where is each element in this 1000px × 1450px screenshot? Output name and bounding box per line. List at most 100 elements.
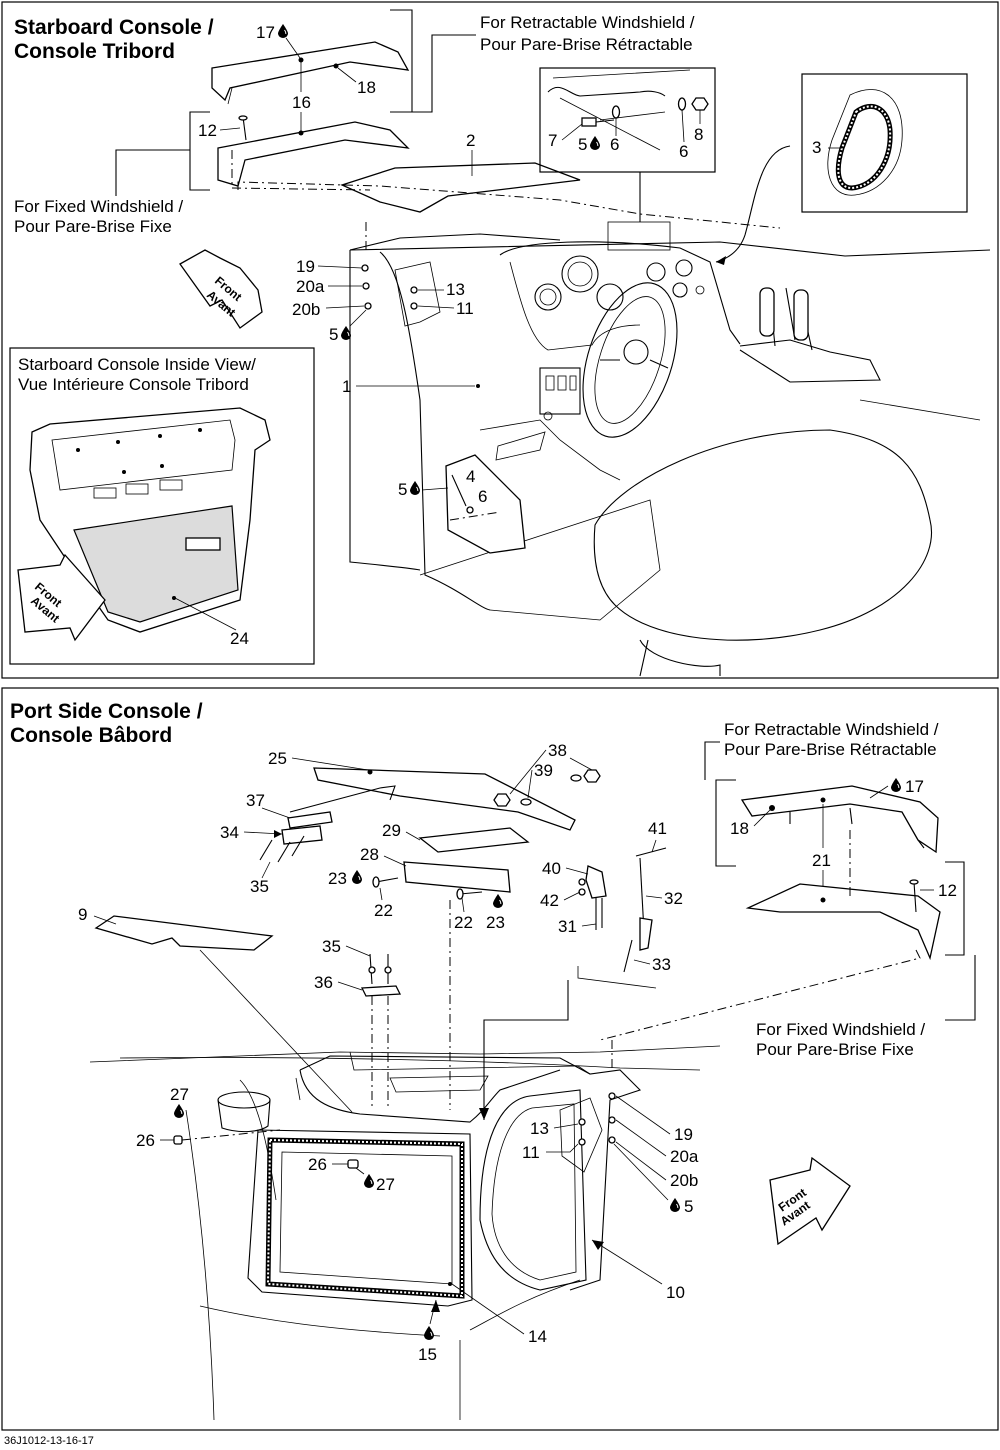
front-arrow-starboard: Front Avant: [179, 249, 263, 329]
bolt-7: [581, 117, 597, 127]
grease-drop-icon: [493, 894, 503, 908]
label-14: 14: [528, 1327, 547, 1346]
grease-drop-icon: [424, 1326, 434, 1340]
bracket-40: [585, 865, 607, 899]
label-15: 15: [418, 1345, 437, 1364]
label-41: 41: [648, 819, 667, 838]
front-arrow-inside-view: Front Avant: [17, 553, 106, 642]
label-1: 1: [342, 377, 351, 396]
grease-drop-icon: [590, 136, 600, 150]
label-4: 4: [466, 467, 475, 486]
label-23a: 23: [328, 869, 347, 888]
label-9: 9: [78, 905, 87, 924]
label-17-port: 17: [905, 777, 924, 796]
port-title-line2: Console Bâbord: [10, 724, 172, 747]
label-11: 11: [456, 299, 474, 318]
label-42: 42: [540, 891, 559, 910]
bracket-34: [281, 825, 323, 845]
label-18: 18: [357, 78, 376, 97]
bracket-37: [287, 811, 333, 829]
drawing-code: 36J1012-13-16-17: [4, 1435, 94, 1447]
label-28: 28: [360, 845, 379, 864]
cup-holder: [217, 1091, 271, 1109]
label-6a: 6: [610, 135, 619, 154]
port-console-outline: [299, 1055, 642, 1291]
label-5c: 5: [398, 480, 407, 499]
pad-9: [94, 915, 274, 951]
pad-2: [340, 162, 581, 213]
port-console-panel: Port Side Console / Console Bâbord For R…: [1, 687, 999, 1431]
seal-3: [835, 104, 893, 191]
label-6b: 6: [679, 142, 688, 161]
label-7: 7: [548, 131, 557, 150]
label-5b: 5: [329, 325, 338, 344]
label-5-port: 5: [684, 1197, 693, 1216]
label-29: 29: [382, 821, 401, 840]
screw-4: [451, 474, 467, 507]
label-39: 39: [534, 761, 553, 780]
label-36: 36: [314, 973, 333, 992]
starboard-console-side: [349, 250, 421, 571]
inside-view-line2: Vue Intérieure Console Tribord: [18, 375, 249, 394]
label-19-port: 19: [674, 1125, 693, 1144]
label-2: 2: [466, 131, 475, 150]
starboard-console-panel: Starboard Console / Console Tribord For …: [1, 1, 999, 679]
label-25: 25: [268, 749, 287, 768]
label-5a: 5: [578, 135, 587, 154]
screw-22b: [459, 891, 483, 895]
grease-drop-icon: [278, 24, 288, 38]
label-27b: 27: [376, 1175, 395, 1194]
plate-36: [360, 985, 402, 997]
port-title-line1: Port Side Console /: [10, 700, 203, 723]
front-arrow-port: Front Avant: [769, 1156, 851, 1246]
starboard-retractable-note-line2: Pour Pare-Brise Rétractable: [480, 35, 693, 54]
grease-drop-icon: [364, 1174, 374, 1188]
bracket-29: [418, 827, 530, 853]
label-24: 24: [230, 629, 249, 648]
retractable-note-leader: [412, 34, 476, 113]
door-10: [479, 1089, 587, 1291]
grease-drop-icon: [410, 481, 420, 495]
label-20b-port: 20b: [670, 1171, 698, 1190]
cover-25: [313, 767, 576, 831]
fixed-note-leader: [115, 149, 190, 196]
label-11-port: 11: [522, 1143, 540, 1162]
label-32: 32: [664, 889, 683, 908]
seal-detail-box: [801, 73, 968, 213]
port-retractable-note-line1: For Retractable Windshield /: [724, 720, 939, 739]
label-35a: 35: [250, 877, 269, 896]
label-12-port: 12: [938, 881, 957, 900]
starboard-panel-frame: [1, 1, 999, 679]
label-13-port: 13: [530, 1119, 549, 1138]
label-34: 34: [220, 823, 239, 842]
starboard-title-line2: Console Tribord: [14, 40, 175, 63]
hardware-detail-box: [539, 67, 716, 173]
grease-drop-icon: [670, 1198, 680, 1212]
hardware-location-marker: [607, 221, 671, 251]
starboard-fixed-note-line2: Pour Pare-Brise Fixe: [14, 217, 172, 236]
access-panel: [445, 454, 526, 554]
fixed-bracket: [189, 111, 210, 191]
nut-8: [691, 97, 709, 111]
port-fixed-bracket: [945, 861, 965, 956]
label-31: 31: [558, 917, 577, 936]
grease-drop-icon: [352, 870, 362, 884]
label-35b: 35: [322, 937, 341, 956]
label-19: 19: [296, 257, 315, 276]
label-40: 40: [542, 859, 561, 878]
label-20b: 20b: [292, 300, 320, 319]
starboard-retractable-note-line1: For Retractable Windshield /: [480, 13, 695, 32]
label-26a: 26: [136, 1131, 155, 1150]
port-fixed-note-line1: For Fixed Windshield /: [756, 1020, 925, 1039]
screw-12: [242, 116, 247, 141]
door-frame: [247, 1129, 473, 1307]
screw-12-port: [913, 881, 917, 913]
label-20a-port: 20a: [670, 1147, 699, 1166]
bracket-28: [403, 861, 511, 893]
port-retractable-bracket: [715, 779, 736, 867]
washer-6a: [611, 105, 621, 119]
label-3: 3: [812, 138, 821, 157]
label-26b: 26: [308, 1155, 327, 1174]
starboard-title-line1: Starboard Console /: [14, 16, 214, 39]
